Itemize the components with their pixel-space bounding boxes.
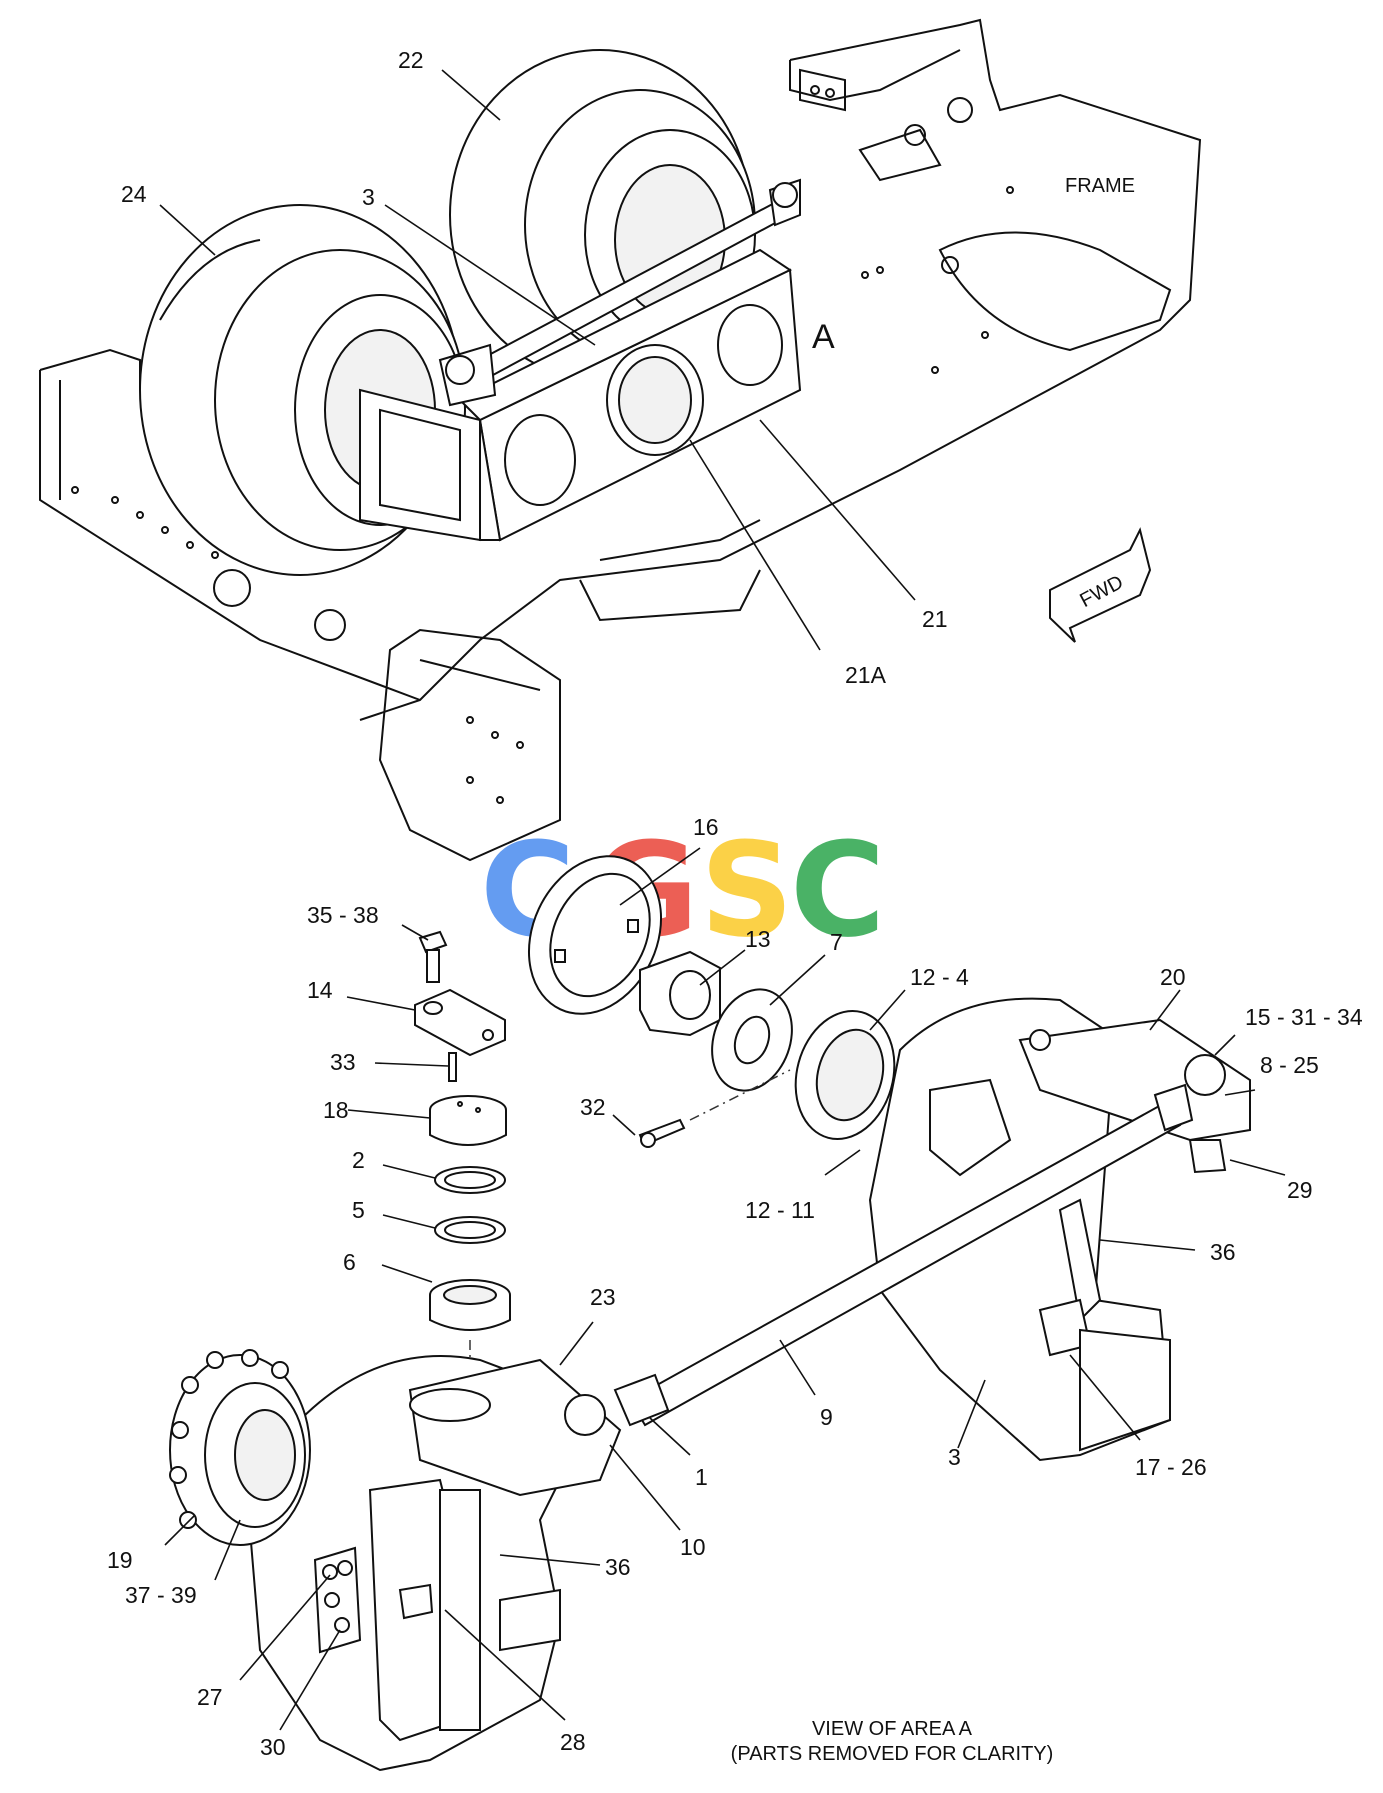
- callout-35-38: 35 - 38: [307, 902, 379, 928]
- leader-lines: [159, 69, 1286, 1731]
- nut-13: [639, 950, 721, 1037]
- plate-14: [414, 988, 506, 1057]
- callout-27: 27: [197, 1684, 223, 1710]
- callout-22: 22: [398, 47, 424, 73]
- callout-24: 24: [121, 181, 147, 207]
- callout-1: 1: [695, 1464, 708, 1490]
- callout-29: 29: [1287, 1177, 1313, 1203]
- right-knuckle: [868, 997, 1251, 1462]
- callout-5: 5: [352, 1197, 365, 1223]
- callout-17-26: 17 - 26: [1135, 1454, 1207, 1480]
- fittings-27-30: [313, 1546, 362, 1654]
- callout-14: 14: [307, 977, 333, 1003]
- callout-6: 6: [343, 1249, 356, 1275]
- frame-outline: [39, 18, 1202, 862]
- callout-12-4: 12 - 4: [910, 964, 969, 990]
- shim-2: [434, 1166, 506, 1194]
- wheel-24: [139, 204, 466, 576]
- callout-9: 9: [820, 1404, 833, 1430]
- frame-holes: [71, 186, 1014, 804]
- callout-36-right: 36: [1210, 1239, 1236, 1265]
- wheel-hub-19: [169, 1349, 311, 1546]
- callout-3-bottom: 3: [948, 1444, 961, 1470]
- callout-15-31-34: 15 - 31 - 34: [1245, 1004, 1363, 1030]
- logo-letter-c2: C: [790, 814, 885, 966]
- cap-18: [429, 1095, 507, 1146]
- callout-37-39: 37 - 39: [125, 1582, 197, 1608]
- callout-2: 2: [352, 1147, 365, 1173]
- callout-23: 23: [590, 1284, 616, 1310]
- callout-36-left: 36: [605, 1554, 631, 1580]
- bearing-12-4: [794, 1009, 896, 1141]
- washer-7: [711, 988, 793, 1092]
- view-caption-line2: (PARTS REMOVED FOR CLARITY): [731, 1743, 1054, 1765]
- callout-16: 16: [693, 814, 719, 840]
- seal-16: [527, 855, 663, 1015]
- cotter-pin-32: [638, 1069, 791, 1148]
- left-knuckle: [248, 1355, 622, 1772]
- callout-21: 21: [922, 606, 948, 632]
- callout-20: 20: [1160, 964, 1186, 990]
- view-caption-line1: VIEW OF AREA A: [812, 1718, 973, 1740]
- callout-12-11: 12 - 11: [745, 1197, 815, 1223]
- callout-10: 10: [680, 1534, 706, 1560]
- callout-21a: 21A: [845, 662, 887, 688]
- callout-13: 13: [745, 926, 771, 952]
- callout-32: 32: [580, 1094, 606, 1120]
- bolt-35-38: [418, 930, 448, 983]
- callout-3-top: 3: [362, 184, 375, 210]
- callout-30: 30: [260, 1734, 286, 1760]
- area-a-label: A: [812, 318, 835, 356]
- tie-rod-top: [359, 178, 801, 542]
- fwd-arrow-icon: FWD: [1049, 527, 1152, 643]
- logo-letter-s: S: [700, 814, 794, 966]
- callout-numbers: 22 24 3 21 21A 16 13 7 12 - 4 20 15 - 31…: [107, 47, 1363, 1760]
- callout-7: 7: [830, 929, 843, 955]
- callout-18: 18: [323, 1097, 349, 1123]
- pin-33: [448, 1052, 457, 1082]
- bushing-6: [429, 1279, 511, 1331]
- tie-rod-9: [613, 1083, 1194, 1427]
- callout-19: 19: [107, 1547, 133, 1573]
- callout-8-25: 8 - 25: [1260, 1052, 1319, 1078]
- callout-33: 33: [330, 1049, 356, 1075]
- callout-28: 28: [560, 1729, 586, 1755]
- frame-label: FRAME: [1065, 175, 1135, 197]
- shim-5: [434, 1216, 506, 1244]
